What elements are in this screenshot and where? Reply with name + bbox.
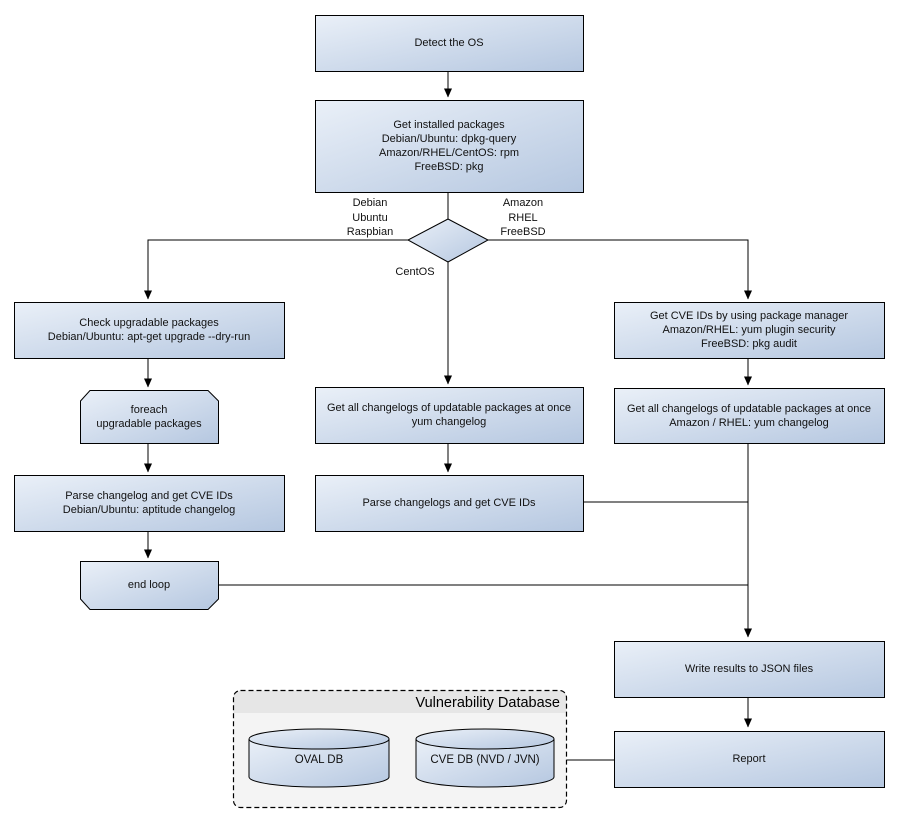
node-end-loop-shape bbox=[80, 561, 219, 610]
branch-label-amazon: Amazon RHEL FreeBSD bbox=[500, 197, 546, 238]
node-parse-changelogs-label: Parse changelogs and get CVE IDs bbox=[362, 497, 536, 509]
node-get-installed-label: Get installed packages Debian/Ubuntu: dp… bbox=[379, 119, 519, 173]
vulnerability-database-title: Vulnerability Database bbox=[415, 695, 560, 711]
cve-db-cylinder bbox=[415, 728, 555, 788]
branch-label-centos: CentOS bbox=[395, 266, 435, 278]
node-get-changelogs-amazon-rhel-shape bbox=[614, 388, 885, 444]
os-decision-diamond bbox=[406, 218, 490, 263]
edge-decision-to-get-cve-ids bbox=[488, 239, 752, 300]
node-parse-changelog-debian-label: Parse changelog and get CVE IDs Debian/U… bbox=[62, 490, 236, 516]
database-header-band bbox=[233, 690, 567, 713]
branch-label-debian: Debian Ubuntu Raspbian bbox=[346, 197, 394, 238]
node-end-loop-label: end loop bbox=[127, 579, 171, 591]
node-report-shape bbox=[614, 731, 885, 788]
node-detect-os-label: Detect the OS bbox=[414, 37, 484, 49]
node-parse-changelog-debian-shape bbox=[14, 475, 285, 532]
vulnerability-database-group bbox=[232, 689, 568, 809]
node-check-upgradable-shape bbox=[14, 302, 285, 359]
node-detect-os-shape bbox=[315, 15, 584, 72]
node-foreach-loop-label: foreach upgradable packages bbox=[96, 403, 202, 430]
cve-db-label: CVE DB (NVD / JVN) bbox=[430, 754, 540, 766]
node-get-installed-shape bbox=[315, 100, 584, 193]
oval-db-cylinder bbox=[248, 728, 390, 788]
connectors bbox=[144, 71, 752, 761]
node-get-cve-ids-pkg-manager-label: Get CVE IDs by using package manager Ama… bbox=[649, 310, 849, 350]
node-report-label: Report bbox=[732, 753, 766, 765]
node-get-changelogs-yum-shape bbox=[315, 387, 584, 444]
node-write-results-label: Write results to JSON files bbox=[684, 663, 814, 675]
node-check-upgradable-label: Check upgradable packages Debian/Ubuntu:… bbox=[47, 317, 251, 343]
nodes bbox=[14, 15, 885, 788]
node-get-changelogs-amazon-rhel-label: Get all changelogs of updatable packages… bbox=[626, 402, 871, 429]
node-get-cve-ids-pkg-manager-shape bbox=[614, 302, 885, 359]
node-write-results-shape bbox=[614, 641, 885, 698]
edge-decision-to-check-upgradable bbox=[144, 239, 408, 300]
node-parse-changelogs-shape bbox=[315, 475, 584, 532]
database-container-border bbox=[232, 689, 568, 809]
oval-db-label: OVAL DB bbox=[294, 754, 344, 766]
node-foreach-loop-shape bbox=[80, 390, 219, 444]
node-get-changelogs-yum-label: Get all changelogs of updatable packages… bbox=[326, 402, 571, 428]
